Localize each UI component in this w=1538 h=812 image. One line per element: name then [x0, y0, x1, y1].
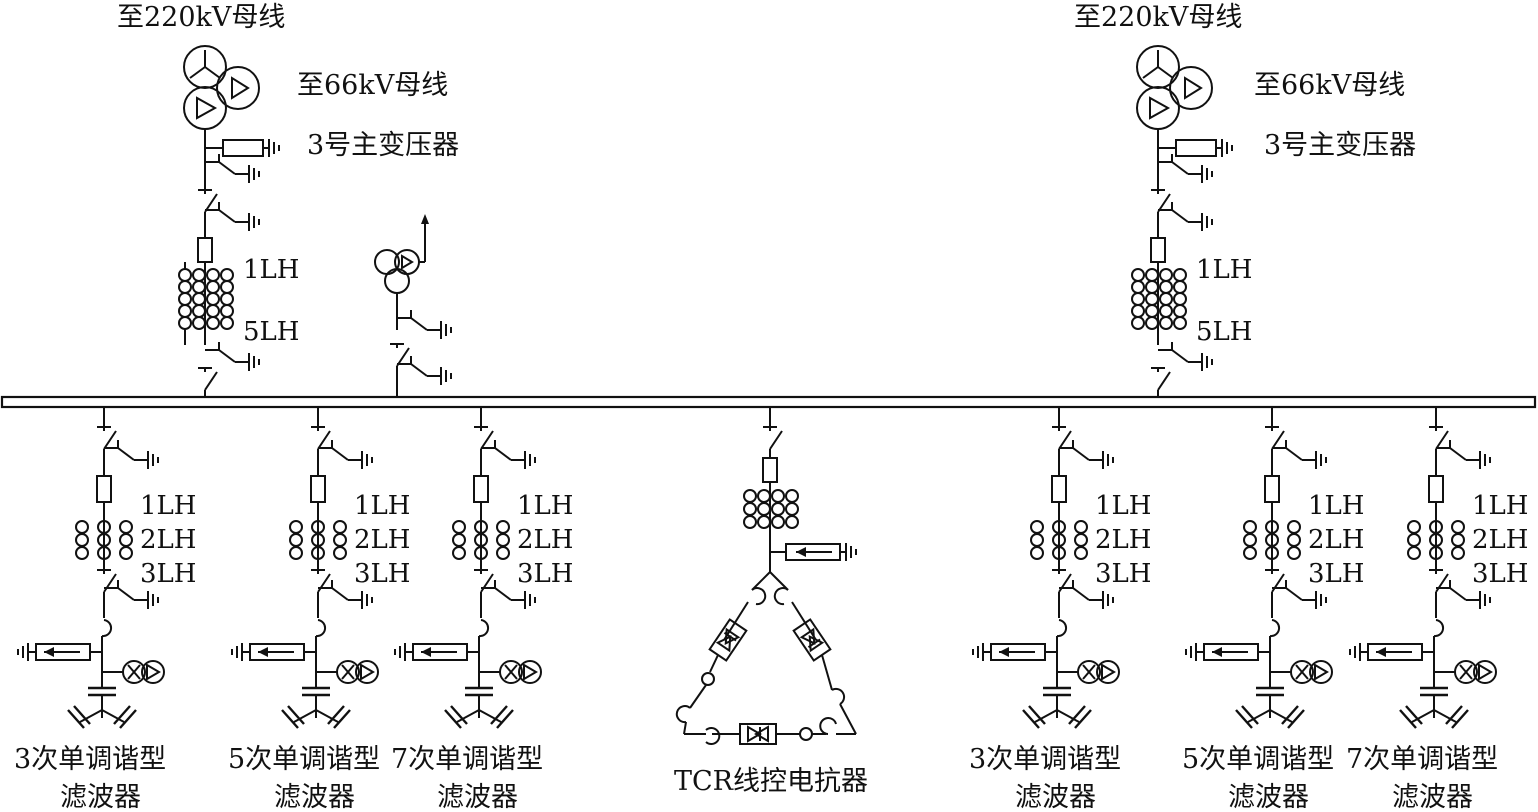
ct-label-1: 1LH [517, 491, 573, 521]
ct-label-2: 2LH [1472, 525, 1528, 555]
transformer-name: 3号主变压器 [1264, 130, 1416, 161]
main-transformer-bay-right: 至220kV母线 至66kV母线 3号主变压器 1LH 5LH [1074, 2, 1416, 397]
filter-name-line1: 3次单调谐型 [14, 744, 166, 775]
filter-name-line2: 滤波器 [437, 782, 518, 812]
ct-label-2: 2LH [1308, 525, 1364, 555]
ct-label-2: 2LH [517, 525, 573, 555]
filter-name-line1: 5次单调谐型 [1182, 744, 1334, 775]
filter-name-line1: 3次单调谐型 [969, 744, 1121, 775]
ct-label-1: 1LH [1472, 491, 1528, 521]
ct-label-2: 2LH [1095, 525, 1151, 555]
tcr-reactor-bay: TCR线控电抗器 [674, 407, 868, 797]
ct-label-1: 1LH [1095, 491, 1151, 521]
ct-label-3: 3LH [1308, 559, 1364, 589]
ct-label-3: 3LH [1095, 559, 1151, 589]
filter-name-line2: 滤波器 [1392, 782, 1473, 812]
filter-name-line1: 7次单调谐型 [391, 744, 543, 775]
tcr-label: TCR线控电抗器 [674, 766, 868, 797]
ct-label-3: 3LH [1472, 559, 1528, 589]
mv-bus-label: 至66kV母线 [297, 70, 448, 101]
ct-label-1: 1LH [140, 491, 196, 521]
ct-label-top: 1LH [243, 255, 299, 285]
ct-label-bottom: 5LH [1196, 317, 1252, 347]
transformer-name: 3号主变压器 [307, 130, 459, 161]
main-busbar [0, 395, 1537, 409]
ct-label-bottom: 5LH [243, 317, 299, 347]
ct-label-top: 1LH [1196, 255, 1252, 285]
ct-label-3: 3LH [140, 559, 196, 589]
filter-name-line1: 5次单调谐型 [228, 744, 380, 775]
ct-label-3: 3LH [354, 559, 410, 589]
filter-name-line2: 滤波器 [1015, 782, 1096, 812]
voltage-transformer-bay [374, 214, 452, 397]
filter-name-line2: 滤波器 [274, 782, 355, 812]
filter-name-line2: 滤波器 [60, 782, 141, 812]
ct-label-1: 1LH [354, 491, 410, 521]
ct-label-2: 2LH [354, 525, 410, 555]
ct-label-3: 3LH [517, 559, 573, 589]
ct-label-1: 1LH [1308, 491, 1364, 521]
main-transformer-bay-left: 至220kV母线 至66kV母线 3号主变压器 1LH 5LH [117, 2, 459, 397]
filter-name-line2: 滤波器 [1228, 782, 1309, 812]
mv-bus-label: 至66kV母线 [1254, 70, 1405, 101]
hv-bus-label: 至220kV母线 [117, 2, 285, 33]
ct-label-2: 2LH [140, 525, 196, 555]
hv-bus-label: 至220kV母线 [1074, 2, 1242, 33]
filter-name-line1: 7次单调谐型 [1346, 744, 1498, 775]
